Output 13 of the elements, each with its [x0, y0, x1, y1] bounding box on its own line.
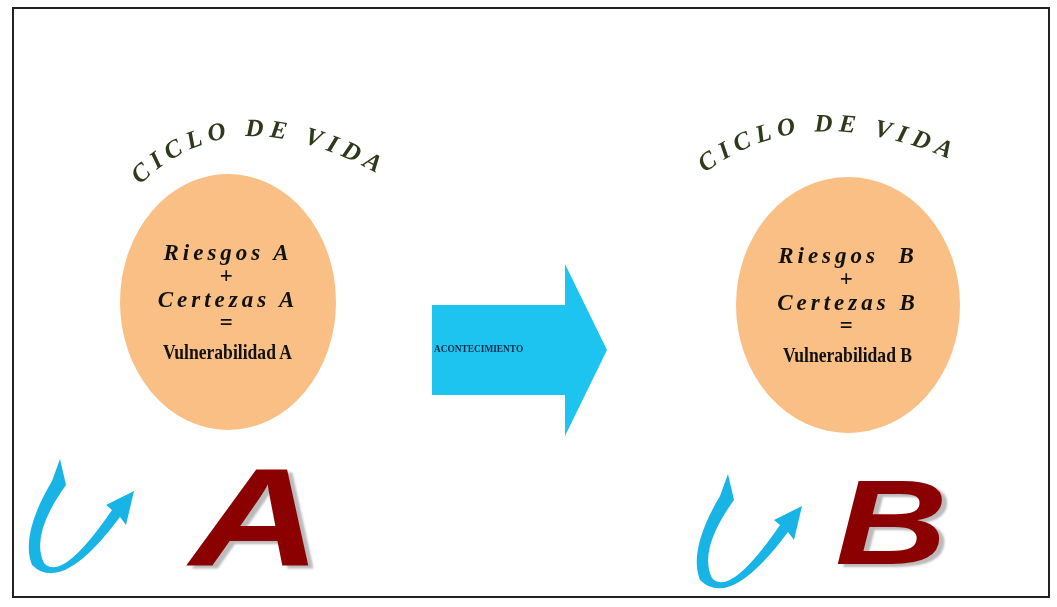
formula-line: Vulnerabilidad A	[163, 340, 293, 364]
formula-line: +	[219, 264, 237, 288]
formula-line: Certezas B	[777, 290, 919, 315]
big-letter: B	[835, 462, 948, 582]
formula-line: =	[219, 311, 237, 335]
formula-line: =	[839, 314, 857, 338]
block-arrow	[432, 264, 607, 436]
edge-label: ACONTECIMIENTO	[434, 342, 524, 354]
formula-line: Vulnerabilidad B	[783, 343, 913, 367]
formula-line: +	[839, 267, 857, 291]
formula-line: Riesgos A	[163, 240, 293, 265]
formula-line: Certezas A	[157, 287, 299, 312]
formula-line: Riesgos B	[778, 243, 918, 268]
